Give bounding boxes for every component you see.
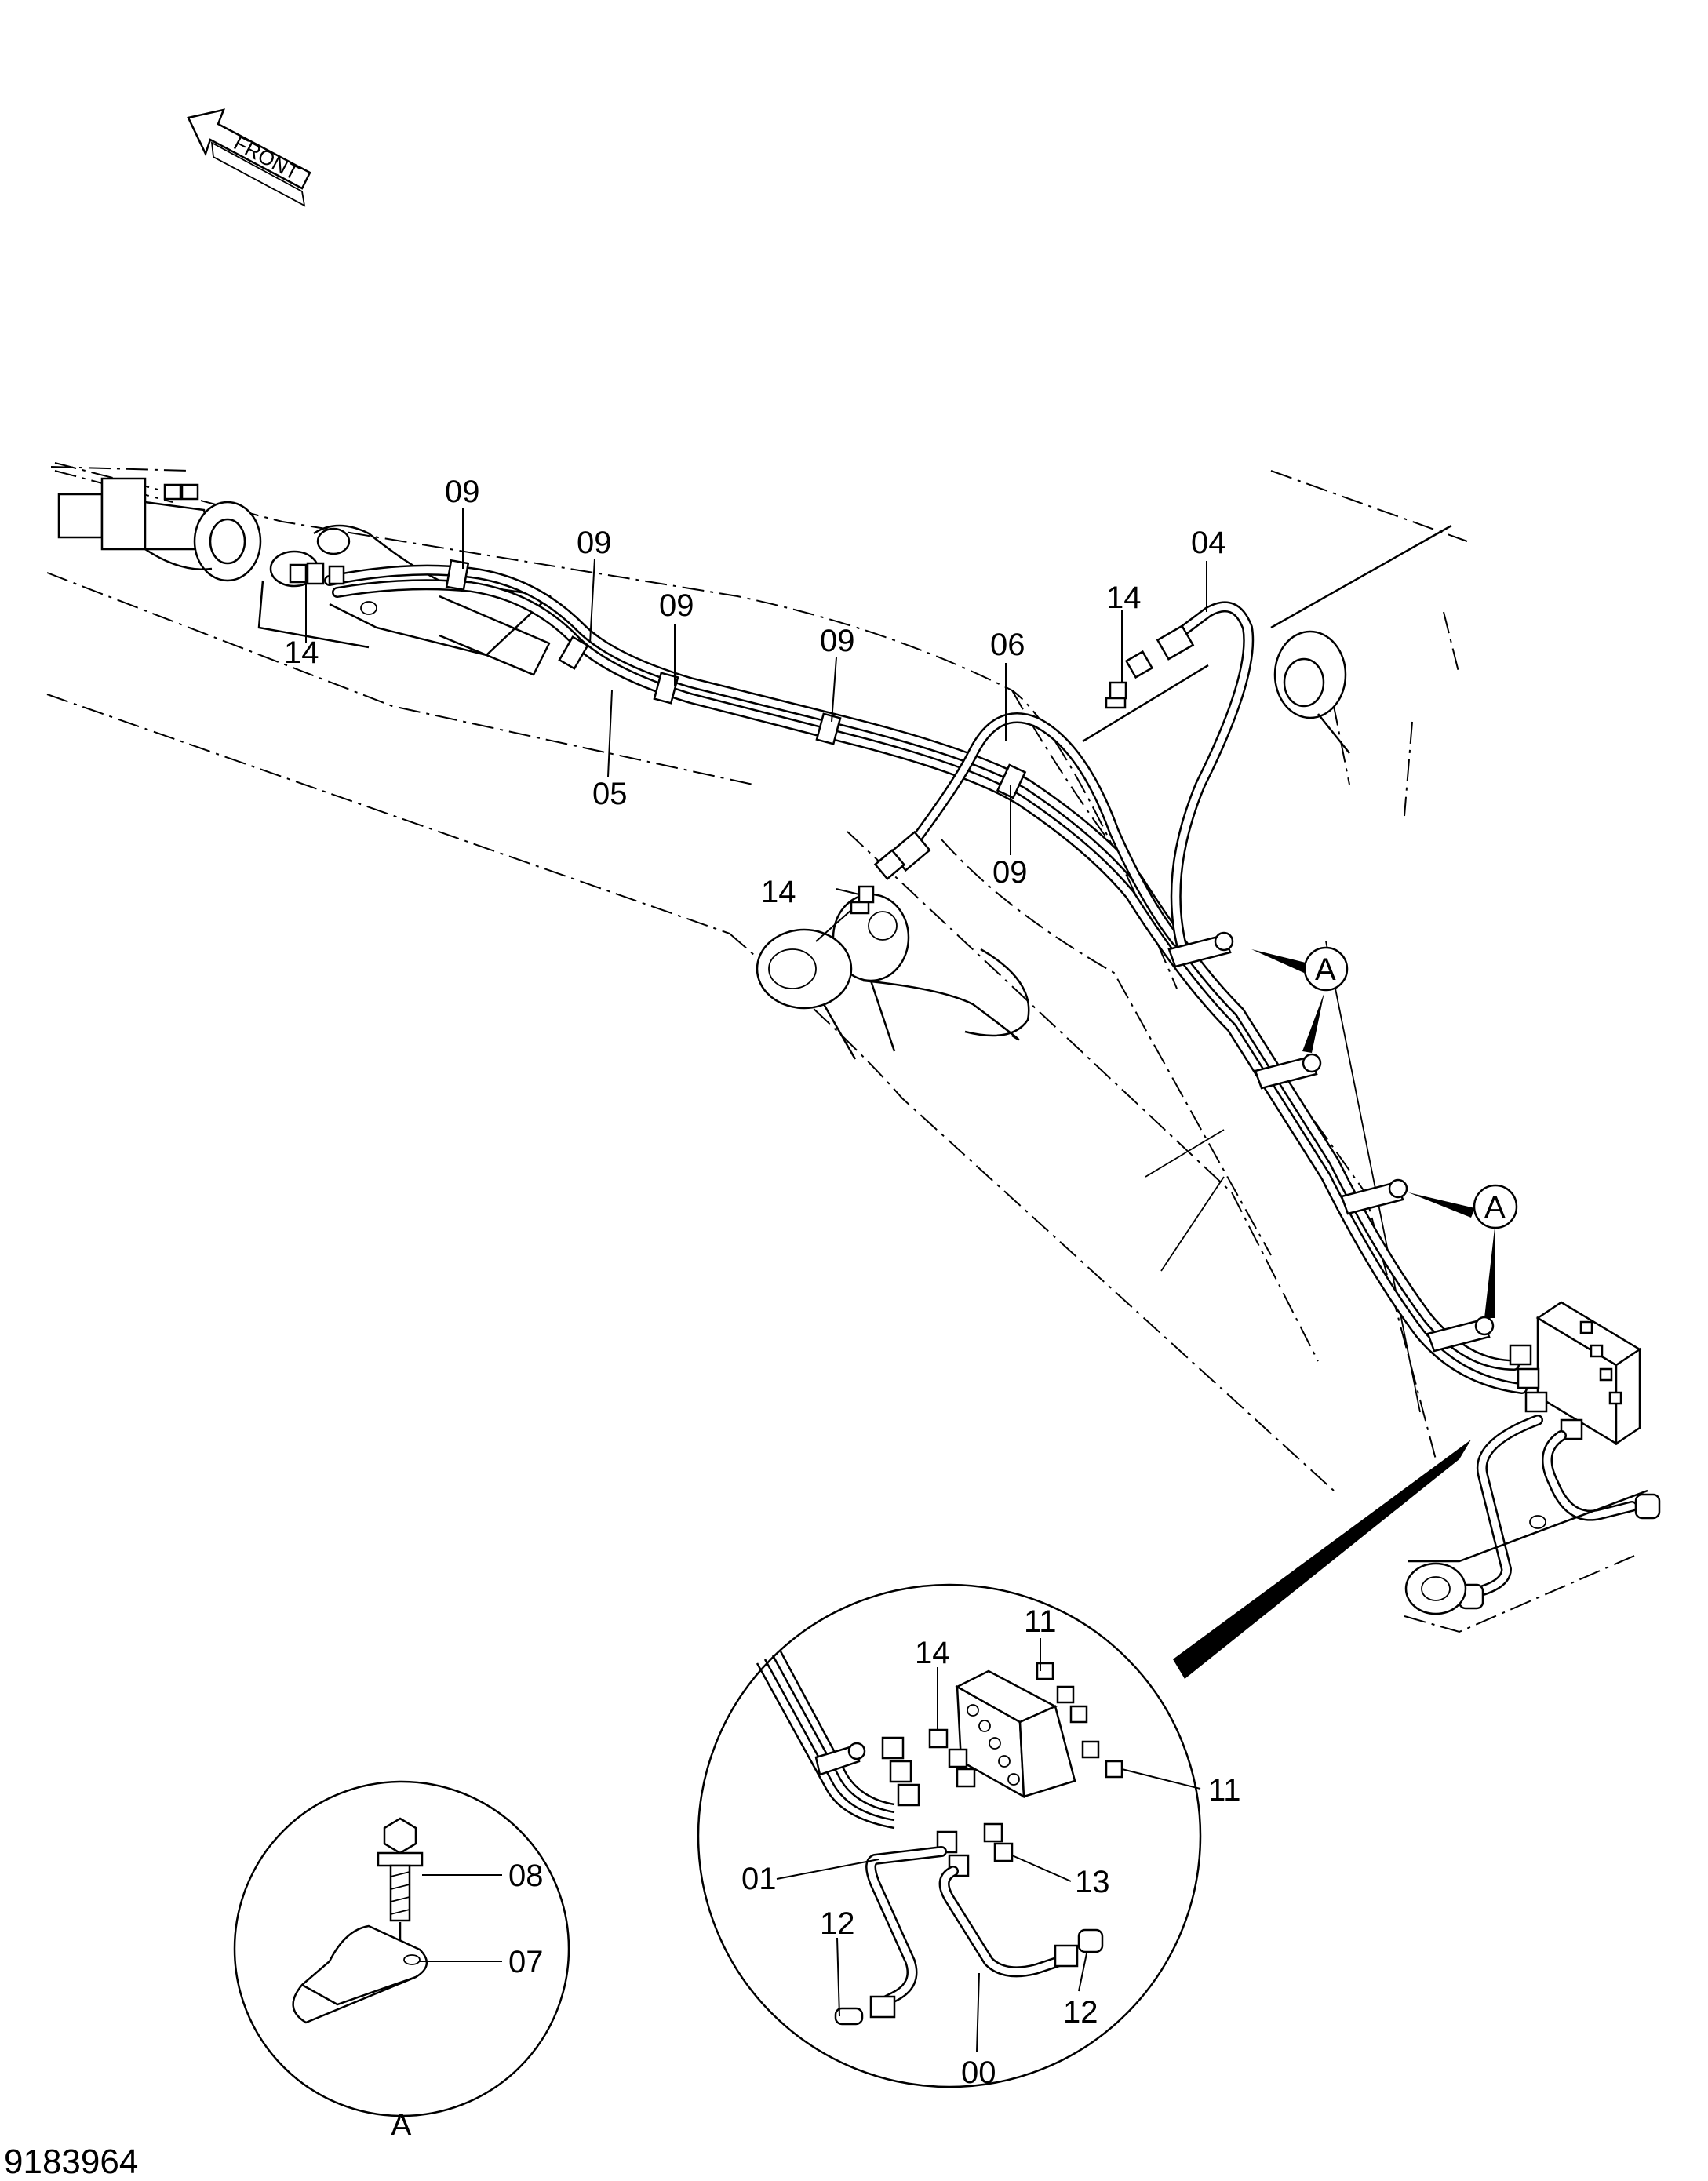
callout-14-d: 14 <box>915 1636 950 1670</box>
detail-pointer <box>1173 1440 1471 1679</box>
main-leader-lines <box>305 508 1207 942</box>
callout-09-e: 09 <box>992 855 1028 890</box>
callout-01: 01 <box>741 1862 777 1896</box>
fittings-14 <box>289 562 1127 915</box>
callout-09-b: 09 <box>577 526 612 560</box>
callout-08: 08 <box>508 1859 544 1893</box>
callout-14-b: 14 <box>1106 581 1142 615</box>
arm-cylinder <box>50 466 262 582</box>
callout-06: 06 <box>990 628 1025 662</box>
callout-11-a: 11 <box>1024 1604 1057 1639</box>
callout-09-d: 09 <box>820 624 855 658</box>
detail-circle-clamp <box>233 1780 570 2118</box>
figure-number: 9183964 <box>4 2143 138 2181</box>
callout-11-b: 11 <box>1208 1773 1241 1808</box>
hose-06 <box>873 712 1182 947</box>
right-bracket-top <box>1270 524 1452 754</box>
callout-13: 13 <box>1075 1865 1110 1899</box>
callout-07: 07 <box>508 1945 544 1979</box>
callout-09-a: 09 <box>445 475 480 509</box>
hose-clamps <box>445 559 1027 799</box>
detail-a-label: A <box>391 2108 412 2143</box>
ref-a-1: A <box>1315 952 1336 987</box>
boom-boss-middle <box>756 893 1030 1060</box>
callout-04: 04 <box>1191 526 1226 560</box>
callout-12-a: 12 <box>820 1906 855 1941</box>
hose-05 <box>324 564 1528 1394</box>
boom-clamps <box>1167 931 1495 1353</box>
callout-05: 05 <box>592 777 628 811</box>
detail-a-refs <box>1251 946 1518 1318</box>
callout-00: 00 <box>961 2055 996 2090</box>
callout-12-b: 12 <box>1063 1995 1098 2030</box>
callout-14-c: 14 <box>761 875 796 909</box>
callout-14-a: 14 <box>284 635 319 670</box>
boom-outline <box>46 462 1468 1491</box>
junction-block <box>1404 1301 1661 1633</box>
detail-circle-junction <box>697 1583 1202 2088</box>
callout-09-c: 09 <box>659 588 694 623</box>
hose-04 <box>1082 601 1255 963</box>
ref-a-2: A <box>1484 1190 1506 1225</box>
